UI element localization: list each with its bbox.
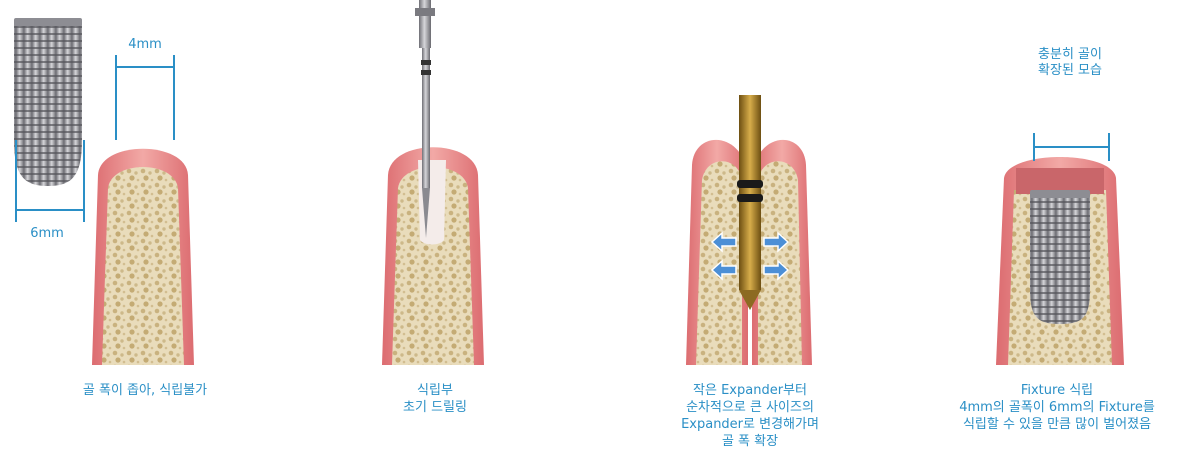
caption-line: 식립부 (360, 382, 510, 399)
caption-line: 4mm의 골폭이 6mm의 Fixture를 (930, 399, 1184, 416)
caption-line: Fixture 식립 (930, 382, 1184, 399)
implant-fixture (1030, 190, 1090, 324)
ridge-width-label: 4mm (122, 37, 168, 53)
caption-line: 골 폭이 좁아, 식립불가 (40, 382, 250, 399)
caption-line: 초기 드릴링 (360, 399, 510, 416)
expanded-width-dimension (1034, 133, 1109, 161)
panel-4-fixture-placement (996, 133, 1124, 365)
caption-panel-1: 골 폭이 좁아, 식립불가 (40, 382, 250, 399)
caption-line: 작은 Expander부터 (640, 382, 860, 399)
expanded-note: 충분히 골이 확장된 모습 (1020, 47, 1120, 79)
expanded-note-line-1: 충분히 골이 (1020, 47, 1120, 63)
panel-2-initial-drilling (382, 0, 484, 365)
caption-panel-4: Fixture 식립 4mm의 골폭이 6mm의 Fixture를 식립할 수 … (930, 382, 1184, 433)
caption-panel-2: 식립부 초기 드릴링 (360, 382, 510, 416)
bone (102, 167, 184, 365)
caption-line: 순차적으로 큰 사이즈의 (640, 399, 860, 416)
implant-fixture (14, 18, 82, 186)
implant-width-label: 6mm (24, 226, 70, 242)
caption-line: Expander로 변경해가며 (640, 416, 860, 433)
panel-3-ridge-expansion (686, 95, 812, 365)
ridge-width-dimension (116, 55, 174, 140)
caption-line: 골 폭 확장 (640, 433, 860, 450)
caption-line: 식립할 수 있을 만큼 많이 벌어졌음 (930, 416, 1184, 433)
panel-1-narrow-ridge (14, 18, 194, 365)
bone-expander (737, 95, 763, 310)
caption-panel-3: 작은 Expander부터 순차적으로 큰 사이즈의 Expander로 변경해… (640, 382, 860, 450)
expanded-note-line-2: 확장된 모습 (1020, 63, 1120, 79)
